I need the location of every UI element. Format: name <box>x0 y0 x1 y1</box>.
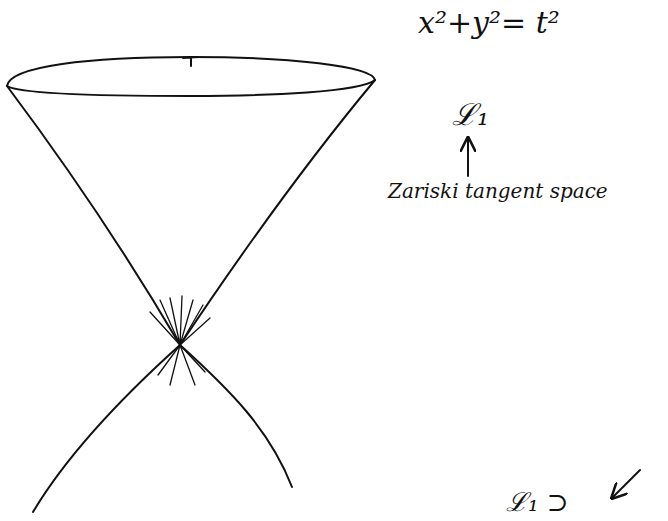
cone-side <box>180 80 375 487</box>
note-label: Zariski tangent space <box>388 180 608 202</box>
cone-side <box>7 86 180 512</box>
leader-arrow <box>612 470 640 498</box>
leader-arrow <box>467 138 469 176</box>
cone-rim <box>7 57 375 96</box>
symbol-label: ℒ₁ <box>452 98 489 131</box>
symbol-label: ℒ₁ ⊃ <box>506 488 568 517</box>
equation-label: x²+y²= t² <box>418 6 560 39</box>
tangent-lines <box>150 296 210 385</box>
rim-tick <box>183 57 198 66</box>
